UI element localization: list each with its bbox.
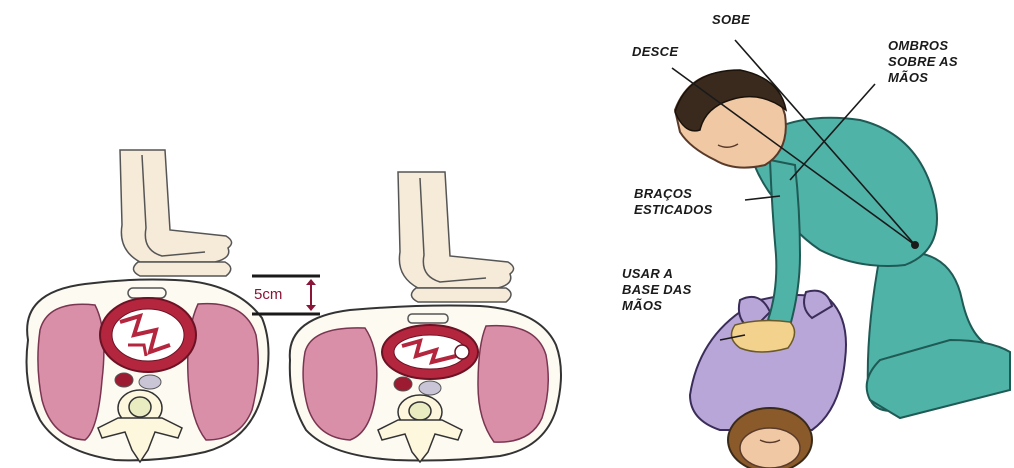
hands-after (398, 172, 514, 302)
depth-label: 5cm (254, 286, 282, 303)
right-lung-after (478, 326, 548, 443)
label-usar: USAR A BASE DAS MÃOS (622, 266, 692, 314)
label-bracos: BRAÇOS ESTICADOS (634, 186, 713, 218)
label-ombros-line-2: SOBRE AS (888, 54, 958, 70)
label-usar-line-1: USAR A (622, 266, 692, 282)
hands-before (120, 150, 232, 276)
label-usar-line-3: MÃOS (622, 298, 692, 314)
label-usar-line-2: BASE DAS (622, 282, 692, 298)
label-bracos-line-1: BRAÇOS (634, 186, 713, 202)
label-sobe: SOBE (712, 12, 750, 28)
label-ombros-line-1: OMBROS (888, 38, 958, 54)
chest-section-before (27, 150, 269, 462)
chest-section-after (290, 172, 561, 462)
label-ombros: OMBROS SOBRE AS MÃOS (888, 38, 958, 86)
label-ombros-line-3: MÃOS (888, 70, 958, 86)
right-lung-before (188, 304, 259, 440)
label-desce: DESCE (632, 44, 678, 60)
sternum-before (128, 288, 166, 298)
label-bracos-line-2: ESTICADOS (634, 202, 713, 218)
